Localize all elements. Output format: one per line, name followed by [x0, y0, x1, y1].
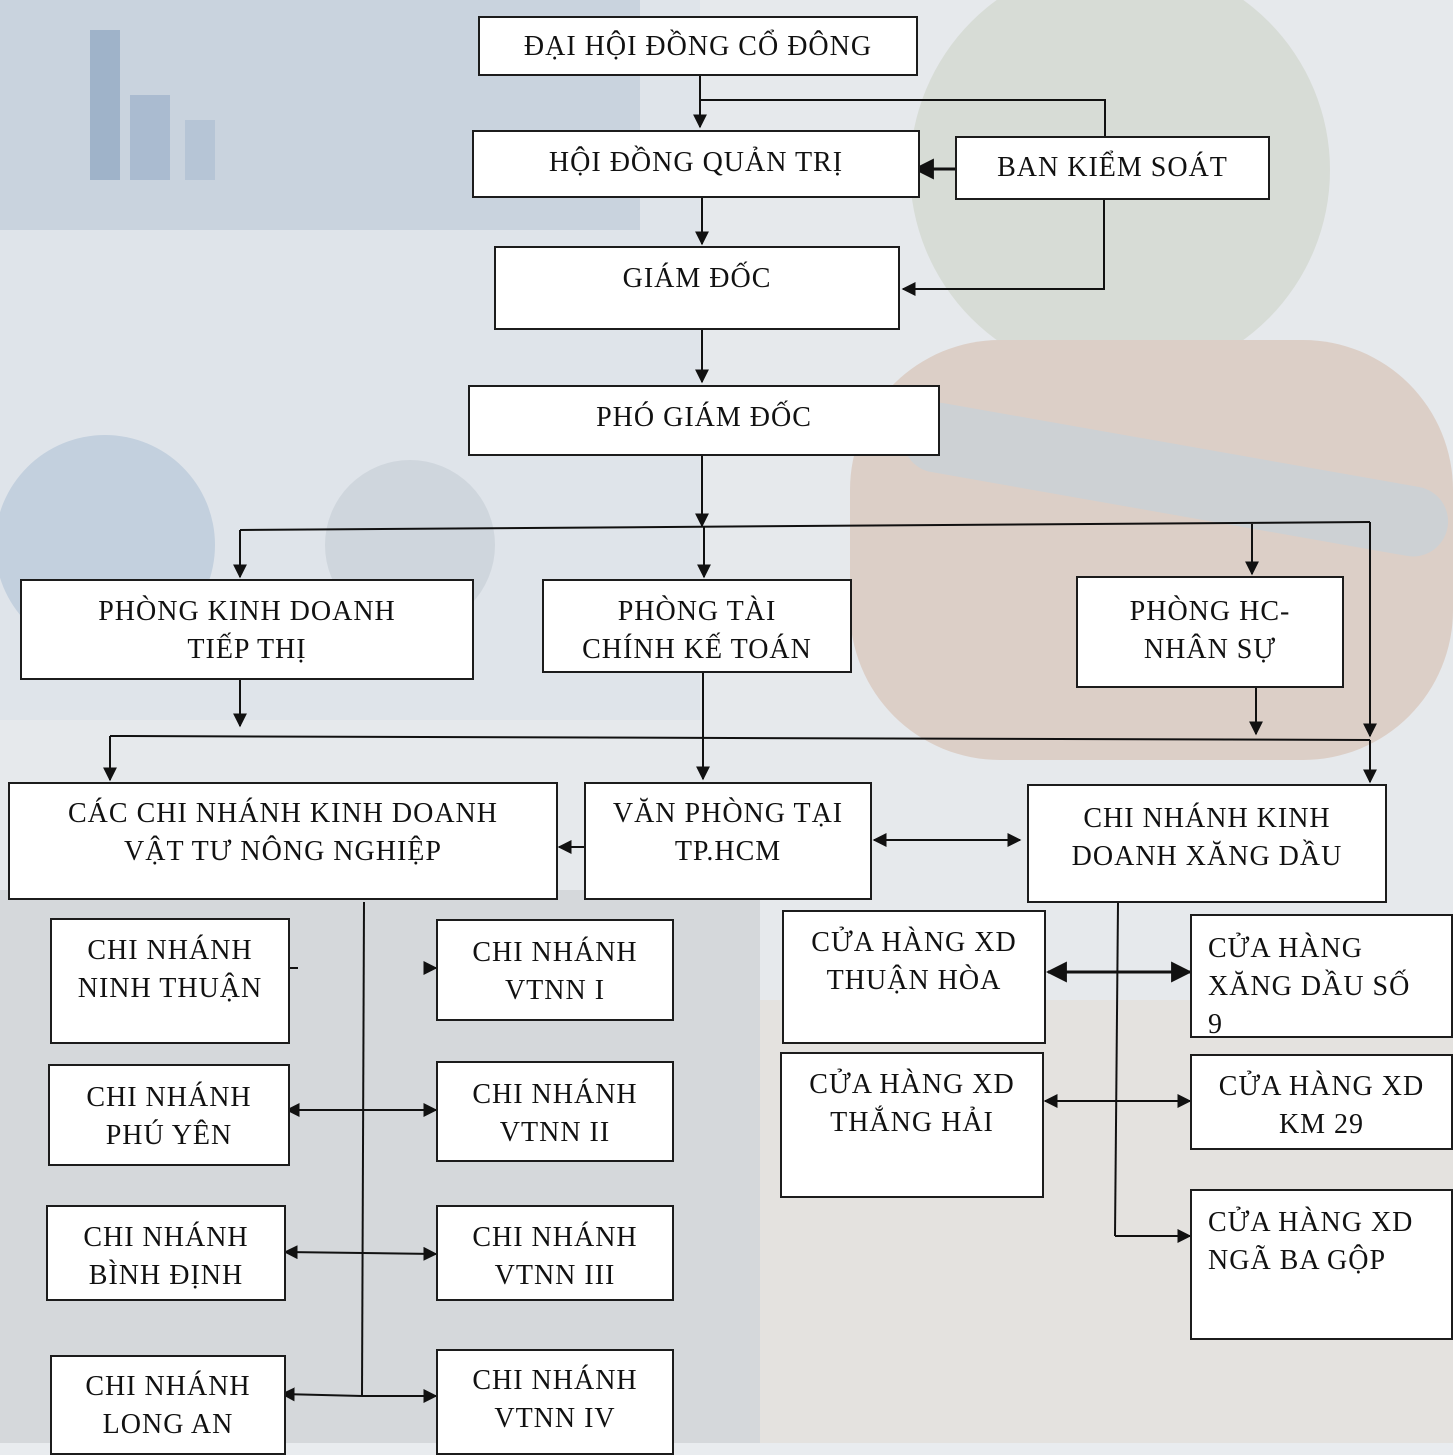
connector-agri-spine [361, 901, 365, 1397]
branch-vtnn-4-box: CHI NHÁNH VTNN IV [436, 1349, 674, 1455]
branch-vtnn-3-label: CHI NHÁNH VTNN III [472, 1222, 638, 1291]
supervisory-label: BAN KIỂM SOÁT [997, 152, 1228, 183]
branch-vtnn-2-box: CHI NHÁNH VTNN II [436, 1061, 674, 1162]
store-thang-hai-box: CỬA HÀNG XD THẮNG HẢI [780, 1052, 1044, 1198]
store-thuan-hoa-box: CỬA HÀNG XD THUẬN HÒA [782, 910, 1046, 1044]
branch-long-an-label: CHI NHÁNH LONG AN [85, 1371, 251, 1440]
dept-hr-admin-box: PHÒNG HC- NHÂN SỰ [1076, 576, 1344, 688]
director-box: GIÁM ĐỐC [494, 246, 900, 330]
agri-branches-label: CÁC CHI NHÁNH KINH DOANH VẬT TƯ NÔNG NGH… [68, 798, 498, 867]
connector-department-bus [239, 521, 1371, 531]
supervisory-box: BAN KIỂM SOÁT [955, 136, 1270, 200]
branch-vtnn-1-label: CHI NHÁNH VTNN I [472, 937, 638, 1006]
branch-long-an-box: CHI NHÁNH LONG AN [50, 1355, 286, 1455]
store-nga-ba-gop-box: CỬA HÀNG XD NGÃ BA GỘP [1190, 1189, 1453, 1340]
store-nga-ba-gop-label: CỬA HÀNG XD NGÃ BA GỘP [1208, 1207, 1414, 1276]
deputy-director-label: PHÓ GIÁM ĐỐC [596, 402, 812, 433]
fuel-branch-box: CHI NHÁNH KINH DOANH XĂNG DẦU [1027, 784, 1387, 903]
branch-vtnn-4-label: CHI NHÁNH VTNN IV [472, 1365, 638, 1434]
shareholders-label: ĐẠI HỘI ĐỒNG CỔ ĐÔNG [523, 31, 873, 62]
store-xang-dau-9-label: CỬA HÀNG XĂNG DẦU SỐ 9 [1208, 933, 1411, 1040]
hcm-office-label: VĂN PHÒNG TẠI TP.HCM [612, 798, 844, 867]
branch-vtnn-2-label: CHI NHÁNH VTNN II [472, 1079, 638, 1148]
agri-branches-box: CÁC CHI NHÁNH KINH DOANH VẬT TƯ NÔNG NGH… [8, 782, 558, 900]
connector-shareholders-supervisory [700, 99, 1106, 136]
director-label: GIÁM ĐỐC [622, 263, 772, 294]
branch-phu-yen-label: CHI NHÁNH PHÚ YÊN [86, 1082, 252, 1151]
branch-ninh-thuan-label: CHI NHÁNH NINH THUẬN [77, 935, 263, 1004]
store-km-29-label: CỬA HÀNG XD KM 29 [1218, 1071, 1425, 1140]
connector-fuel-spine [1114, 902, 1119, 1237]
connector-unit-bus [109, 735, 1371, 741]
dept-finance-accounting-label: PHÒNG TÀI CHÍNH KẾ TOÁN [582, 596, 812, 665]
dept-sales-marketing-box: PHÒNG KINH DOANH TIẾP THỊ [20, 579, 474, 680]
store-xang-dau-9-box: CỬA HÀNG XĂNG DẦU SỐ 9 [1190, 914, 1453, 1040]
branch-vtnn-1-box: CHI NHÁNH VTNN I [436, 919, 674, 1021]
branch-binh-dinh-box: CHI NHÁNH BÌNH ĐỊNH [46, 1205, 286, 1301]
branch-ninh-thuan-box: CHI NHÁNH NINH THUẬN [50, 918, 290, 1044]
store-km-29-box: CỬA HÀNG XD KM 29 [1190, 1054, 1453, 1150]
board-box: HỘI ĐỒNG QUẢN TRỊ [472, 130, 920, 198]
store-thuan-hoa-label: CỬA HÀNG XD THUẬN HÒA [811, 927, 1017, 996]
hcm-office-box: VĂN PHÒNG TẠI TP.HCM [584, 782, 872, 900]
deputy-director-box: PHÓ GIÁM ĐỐC [468, 385, 940, 456]
branch-binh-dinh-label: CHI NHÁNH BÌNH ĐỊNH [83, 1222, 249, 1291]
dept-finance-accounting-box: PHÒNG TÀI CHÍNH KẾ TOÁN [542, 579, 852, 673]
connector-supervisory-director [901, 199, 1105, 296]
fuel-branch-label: CHI NHÁNH KINH DOANH XĂNG DẦU [1071, 803, 1343, 872]
store-thang-hai-label: CỬA HÀNG XD THẮNG HẢI [809, 1069, 1015, 1138]
shareholders-box: ĐẠI HỘI ĐỒNG CỔ ĐÔNG [478, 16, 918, 76]
branch-vtnn-3-box: CHI NHÁNH VTNN III [436, 1205, 674, 1301]
branch-phu-yen-box: CHI NHÁNH PHÚ YÊN [48, 1064, 290, 1166]
dept-hr-admin-label: PHÒNG HC- NHÂN SỰ [1129, 596, 1291, 665]
board-label: HỘI ĐỒNG QUẢN TRỊ [548, 147, 844, 178]
dept-sales-marketing-label: PHÒNG KINH DOANH TIẾP THỊ [98, 596, 396, 665]
